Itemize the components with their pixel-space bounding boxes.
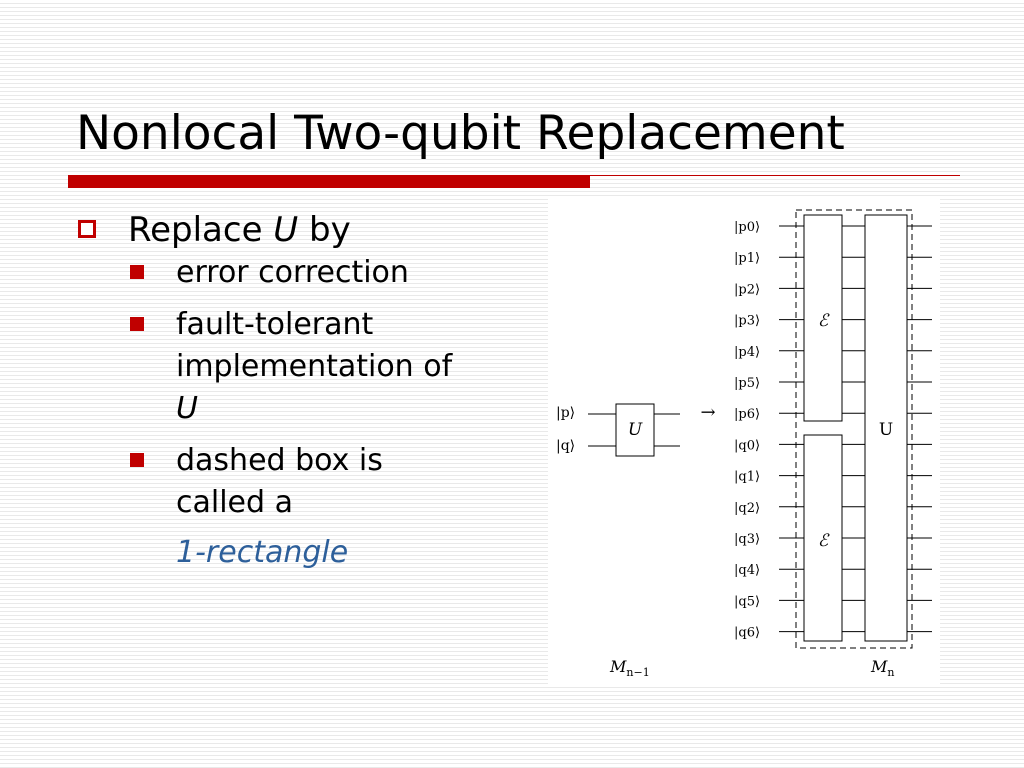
sub-bullet-fault-tolerant: fault-tolerant implementation of U xyxy=(130,304,476,430)
right-circuit: ℰ ℰ U |p0⟩ |p1⟩ |p2⟩ |p3⟩ |p4⟩ |p5⟩ |p6⟩ |q0⟩ |q… xyxy=(734,209,932,649)
bullet-list: Replace U by error correction fault-tole… xyxy=(78,208,548,574)
ec-label-top: ℰ xyxy=(818,311,830,331)
qubit-wire-label: |p5⟩ xyxy=(734,376,760,391)
square-bullet-icon xyxy=(130,265,144,279)
qubit-wire-label: |q2⟩ xyxy=(734,501,760,516)
bullet-main: Replace U by xyxy=(78,208,548,252)
input-label-p: |p⟩ xyxy=(556,405,575,421)
caption-right: Mn xyxy=(870,657,894,679)
title-underline-thin xyxy=(590,175,960,176)
circuit-figure: |p⟩ |q⟩ U → ℰ ℰ U |p0⟩ |p1⟩ |p2⟩ |p3⟩ |p4⟩ |p… xyxy=(548,198,940,686)
qubit-wire-label: |p1⟩ xyxy=(734,251,760,266)
sub-bullet-text: error correction xyxy=(176,255,409,290)
sub-bullet-italic: U xyxy=(176,391,198,426)
left-circuit: |p⟩ |q⟩ U → xyxy=(556,402,716,457)
input-label-q: |q⟩ xyxy=(556,438,575,454)
error-correction-box-top xyxy=(803,214,843,422)
qubit-wire-label: |p2⟩ xyxy=(734,282,760,297)
ec-label-bottom: ℰ xyxy=(818,531,830,551)
error-correction-box-bottom xyxy=(803,434,843,642)
slide-title: Nonlocal Two-qubit Replacement xyxy=(76,106,845,161)
qubit-wire-label: |p4⟩ xyxy=(734,345,760,360)
caption-left: Mn−1 xyxy=(609,657,650,679)
sub-bullet-dashed-box: dashed box is called a xyxy=(130,440,476,524)
highlight-term: 1-rectangle xyxy=(176,535,349,570)
dashed-rectangle xyxy=(795,209,913,649)
qubit-wire-label: |p0⟩ xyxy=(734,220,760,235)
bullet-main-text-after: by xyxy=(298,210,351,250)
gate-u-big xyxy=(864,214,908,642)
sub-bullet-text: dashed box is called a xyxy=(176,443,383,520)
gate-u-label: U xyxy=(628,420,643,440)
qubit-wire-label: |q6⟩ xyxy=(734,626,760,641)
sub-bullet-error-correction: error correction xyxy=(130,252,476,294)
qubit-wire-label: |q1⟩ xyxy=(734,470,760,485)
qubit-wire-label: |q4⟩ xyxy=(734,563,760,578)
square-bullet-icon xyxy=(130,453,144,467)
gate-u-big-label: U xyxy=(879,420,893,440)
title-underline xyxy=(68,175,590,188)
qubit-wire-label: |q0⟩ xyxy=(734,438,760,453)
circuit-diagram: |p⟩ |q⟩ U → ℰ ℰ U |p0⟩ |p1⟩ |p2⟩ |p3⟩ |p4⟩ |p… xyxy=(556,209,932,679)
square-bullet-icon xyxy=(130,317,144,331)
qubit-wire-label: |p6⟩ xyxy=(734,407,760,422)
hollow-square-bullet-icon xyxy=(78,220,96,238)
gate-u-small xyxy=(615,403,655,457)
qubit-wire-label: |q5⟩ xyxy=(734,594,760,609)
bullet-main-text: Replace xyxy=(128,210,274,250)
qubit-wire-label: |q3⟩ xyxy=(734,532,760,547)
arrow-icon: → xyxy=(700,402,715,423)
sub-bullet-text: fault-tolerant implementation of xyxy=(176,307,453,384)
bullet-main-italic: U xyxy=(273,210,299,250)
qubit-wire-label: |p3⟩ xyxy=(734,314,760,329)
